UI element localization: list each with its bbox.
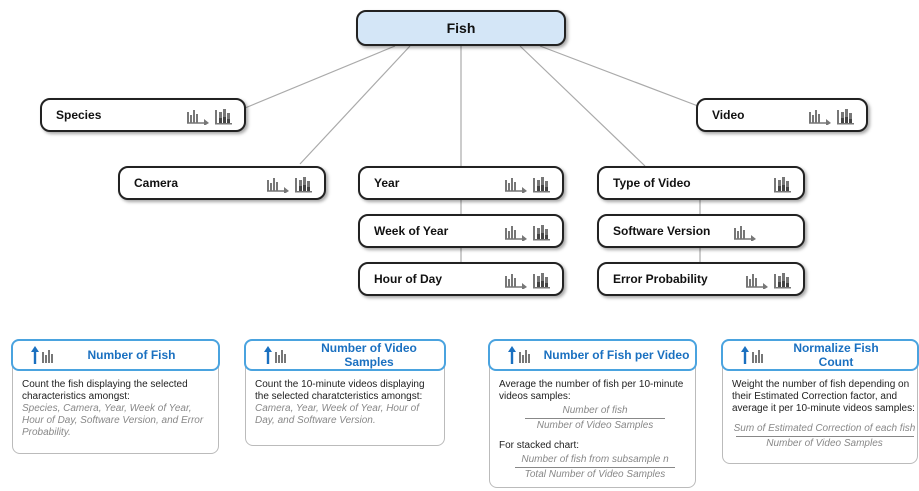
stacked-bar-chart-icon[interactable] (532, 223, 552, 241)
stacked-bar-chart-icon[interactable] (214, 107, 234, 125)
bar-chart-arrow-icon[interactable] (504, 223, 528, 241)
formula-fish-per-video: Number of fish Number of Video Samples (499, 405, 691, 432)
card-title: Number of Video Samples (321, 341, 417, 369)
node-label: Type of Video (613, 176, 691, 190)
root-label: Fish (446, 20, 476, 36)
bar-chart-arrow-icon[interactable] (733, 223, 757, 241)
up-arrow-bar-icon (508, 346, 530, 364)
card-title: Number of Fish per Video (543, 348, 690, 362)
card-header[interactable]: Number of Video Samples (244, 339, 446, 371)
node-hour-of-day[interactable]: Hour of Day (358, 262, 564, 296)
bar-chart-arrow-icon[interactable] (504, 175, 528, 193)
formula-denominator: Number of Video Samples (766, 438, 883, 449)
formula-stacked: Number of fish from subsample n Total Nu… (499, 454, 691, 481)
formula-numerator: Sum of Estimated Correction of each fish (733, 423, 916, 434)
node-camera[interactable]: Camera (118, 166, 326, 200)
stacked-bar-chart-icon[interactable] (773, 175, 793, 193)
formula-normalize: Sum of Estimated Correction of each fish… (732, 423, 917, 450)
node-year[interactable]: Year (358, 166, 564, 200)
node-video[interactable]: Video (696, 98, 868, 132)
card-description: Weight the number of fish depending on t… (732, 379, 915, 414)
bar-chart-arrow-icon[interactable] (266, 175, 290, 193)
node-week-of-year[interactable]: Week of Year (358, 214, 564, 248)
card-title: Number of Fish (87, 348, 176, 362)
node-software-version[interactable]: Software Version (597, 214, 805, 248)
card-description: Count the 10-minute videos displaying th… (255, 379, 425, 402)
node-label: Species (56, 108, 102, 122)
node-type-of-video[interactable]: Type of Video (597, 166, 805, 200)
node-label: Hour of Day (374, 272, 443, 286)
formula-numerator: Number of fish from subsample n (521, 454, 669, 465)
root-node-fish[interactable]: Fish (356, 10, 566, 46)
node-label: Error Probability (613, 272, 708, 286)
node-label: Software Version (613, 224, 711, 238)
stacked-bar-chart-icon[interactable] (532, 271, 552, 289)
node-label: Video (712, 108, 745, 122)
card-subtext: Camera, Year, Week of Year, Hour of Day,… (255, 403, 419, 426)
card-normalize-fish-count: Normalize Fish Count Weight the number o… (721, 339, 919, 464)
up-arrow-bar-icon (741, 346, 763, 364)
edge-type-video (519, 45, 646, 167)
stacked-bar-chart-icon[interactable] (773, 271, 793, 289)
stacked-bar-chart-icon[interactable] (294, 175, 314, 193)
edge-species (244, 45, 396, 109)
bar-chart-arrow-icon[interactable] (186, 107, 210, 125)
stacked-bar-chart-icon[interactable] (532, 175, 552, 193)
bar-chart-arrow-icon[interactable] (504, 271, 528, 289)
card-header[interactable]: Number of Fish (11, 339, 220, 371)
card-number-of-fish: Number of Fish Count the fish displaying… (11, 339, 220, 454)
bar-chart-arrow-icon[interactable] (808, 107, 832, 125)
edge-camera (299, 45, 411, 165)
node-label: Camera (134, 176, 179, 190)
up-arrow-bar-icon (264, 346, 286, 364)
node-species[interactable]: Species (40, 98, 246, 132)
card-description: Count the fish displaying the selected c… (22, 379, 188, 402)
stacked-bar-chart-icon[interactable] (836, 107, 856, 125)
node-label: Year (374, 176, 400, 190)
edge-video (539, 45, 699, 107)
formula-denominator: Total Number of Video Samples (524, 469, 666, 480)
card-header[interactable]: Number of Fish per Video (488, 339, 697, 371)
formula-numerator: Number of fish (562, 405, 628, 416)
card-number-of-video-samples: Number of Video Samples Count the 10-min… (244, 339, 446, 446)
card-number-of-fish-per-video: Number of Fish per Video Average the num… (488, 339, 697, 488)
up-arrow-bar-icon (31, 346, 53, 364)
node-label: Week of Year (374, 224, 449, 238)
card-description: Average the number of fish per 10-minute… (499, 379, 684, 402)
formula-denominator: Number of Video Samples (536, 420, 654, 431)
stacked-chart-label: For stacked chart: (499, 440, 580, 451)
card-title: Normalize Fish Count (793, 341, 879, 369)
card-header[interactable]: Normalize Fish Count (721, 339, 919, 371)
bar-chart-arrow-icon[interactable] (745, 271, 769, 289)
node-error-probability[interactable]: Error Probability (597, 262, 805, 296)
card-subtext: Species, Camera, Year, Week of Year, Hou… (22, 403, 204, 438)
